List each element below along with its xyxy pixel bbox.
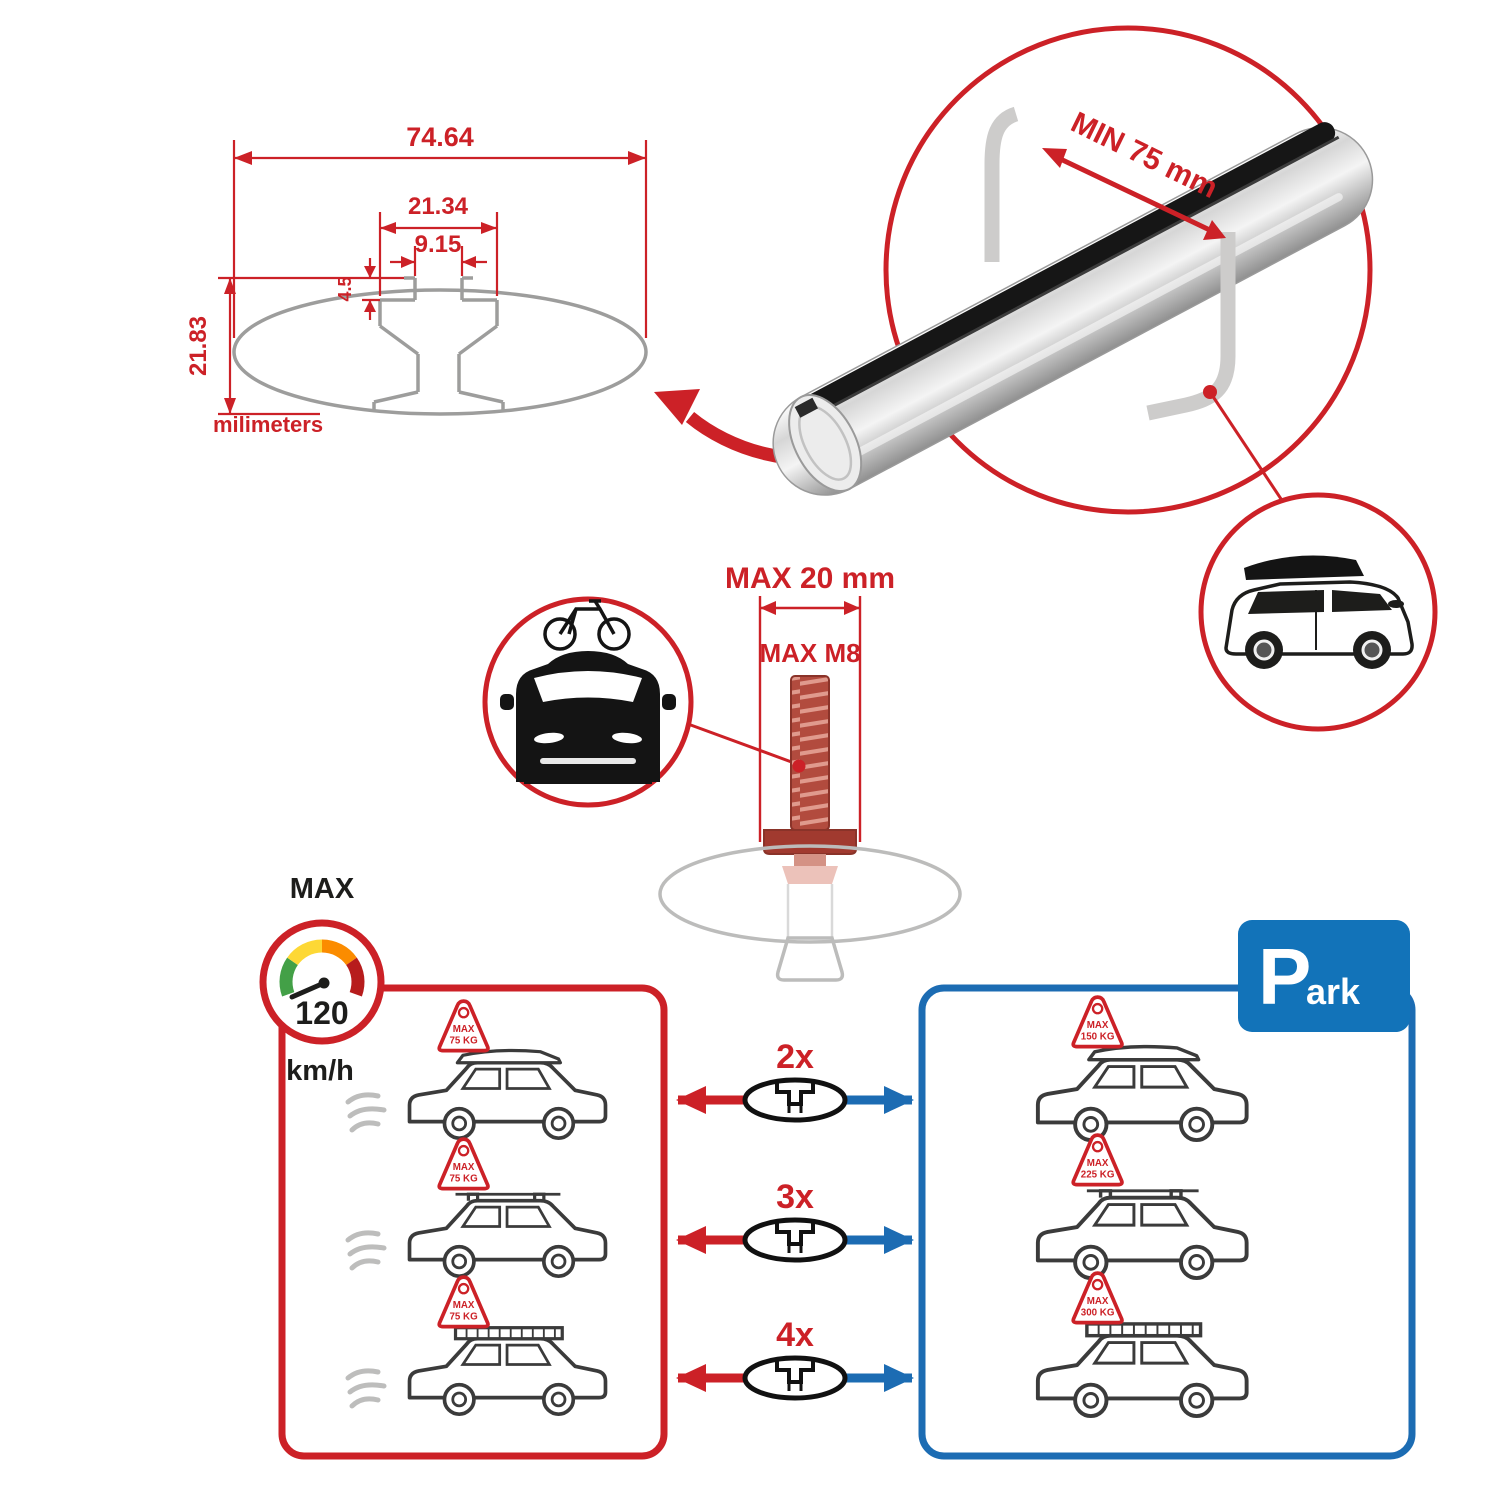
faint-profile	[658, 844, 962, 982]
driving-panel: MAX 75 KG MAX 75 KG MAX 75 KG MAX 120 km…	[259, 873, 668, 1460]
count-label: 2x	[776, 1038, 814, 1076]
bar-count-rows: 2x 3x 4x	[676, 1038, 914, 1398]
sign-line2: 75 KG	[449, 1036, 477, 1047]
sign-line2: 75 KG	[449, 1174, 477, 1185]
roof-sign: MAX 75 KG	[437, 1275, 490, 1329]
bolt-icon	[763, 675, 857, 884]
roof-box	[1244, 555, 1364, 580]
bar-count-row: 3x	[676, 1178, 914, 1260]
roof-sign: MAX 225 KG	[1071, 1133, 1124, 1187]
parking-sign: P ark	[1238, 920, 1410, 1032]
left-clamp-hook	[984, 106, 1019, 262]
sign-line1: MAX	[453, 1162, 475, 1173]
sign-line1: MAX	[1087, 1158, 1109, 1169]
parking-panel: MAX 150 KG MAX 225 KG MAX 300 KG P ark	[918, 920, 1416, 1460]
gauge-needle	[289, 980, 327, 1000]
sign-line2: 225 KG	[1081, 1170, 1115, 1181]
roof-sign: MAX 300 KG	[1071, 1271, 1124, 1325]
sign-line1: MAX	[453, 1300, 475, 1311]
dim-total-width: 74.64	[406, 122, 474, 152]
dim-opening-width: 9.15	[415, 231, 462, 258]
sign-line2: 75 KG	[449, 1312, 477, 1323]
bicycle-icon	[543, 599, 631, 651]
aluminum-crossbar	[772, 122, 1374, 496]
callout-line	[687, 722, 798, 766]
gauge-max-label: MAX	[290, 873, 355, 905]
bar-count-row: 2x	[676, 1038, 914, 1120]
dim-channel-width: 21.34	[408, 193, 469, 220]
crossbar-cross-section	[232, 276, 648, 416]
sign-line2: 300 KG	[1081, 1308, 1115, 1319]
car-front-icon	[500, 651, 676, 784]
sign-line2: 150 KG	[1081, 1032, 1115, 1043]
count-label: 3x	[776, 1178, 814, 1216]
sign-line1: MAX	[453, 1024, 475, 1035]
roof-sign: MAX 150 KG	[1071, 995, 1124, 1049]
sign-line1: MAX	[1087, 1020, 1109, 1031]
count-label: 4x	[776, 1316, 814, 1354]
gauge-unit: km/h	[286, 1055, 354, 1087]
bolt-diagram: MAX 20 mm MAX M8	[658, 562, 962, 982]
sign-line1: MAX	[1087, 1296, 1109, 1307]
dim-lip-depth: 4.5	[335, 276, 355, 301]
dim-total-height: 21.83	[185, 316, 212, 376]
crossbar-detail-circle: MIN 75 mm	[772, 25, 1374, 521]
bolt-max-width-label: MAX 20 mm	[725, 562, 895, 595]
parking-sign-p: P	[1258, 932, 1311, 1021]
speed-gauge: MAX 120 km/h	[259, 873, 385, 1087]
callout-dot	[792, 759, 806, 773]
car-front-circle	[482, 596, 798, 808]
roof-sign: MAX 75 KG	[437, 999, 490, 1053]
bolt-max-thread-label: MAX M8	[759, 638, 860, 668]
suv-roofbox-circle	[1198, 492, 1438, 732]
dimension-arrowheads	[224, 151, 646, 414]
roof-sign: MAX 75 KG	[437, 1137, 490, 1191]
dimension-lines	[218, 140, 648, 416]
gauge-value: 120	[295, 995, 348, 1031]
units-label: milimeters	[213, 412, 323, 437]
bar-count-row: 4x	[676, 1316, 914, 1398]
profile-dimension-drawing: 74.64 21.34 9.15 4.5 21.83 milimeters	[185, 122, 648, 437]
parking-sign-ark: ark	[1306, 971, 1361, 1012]
